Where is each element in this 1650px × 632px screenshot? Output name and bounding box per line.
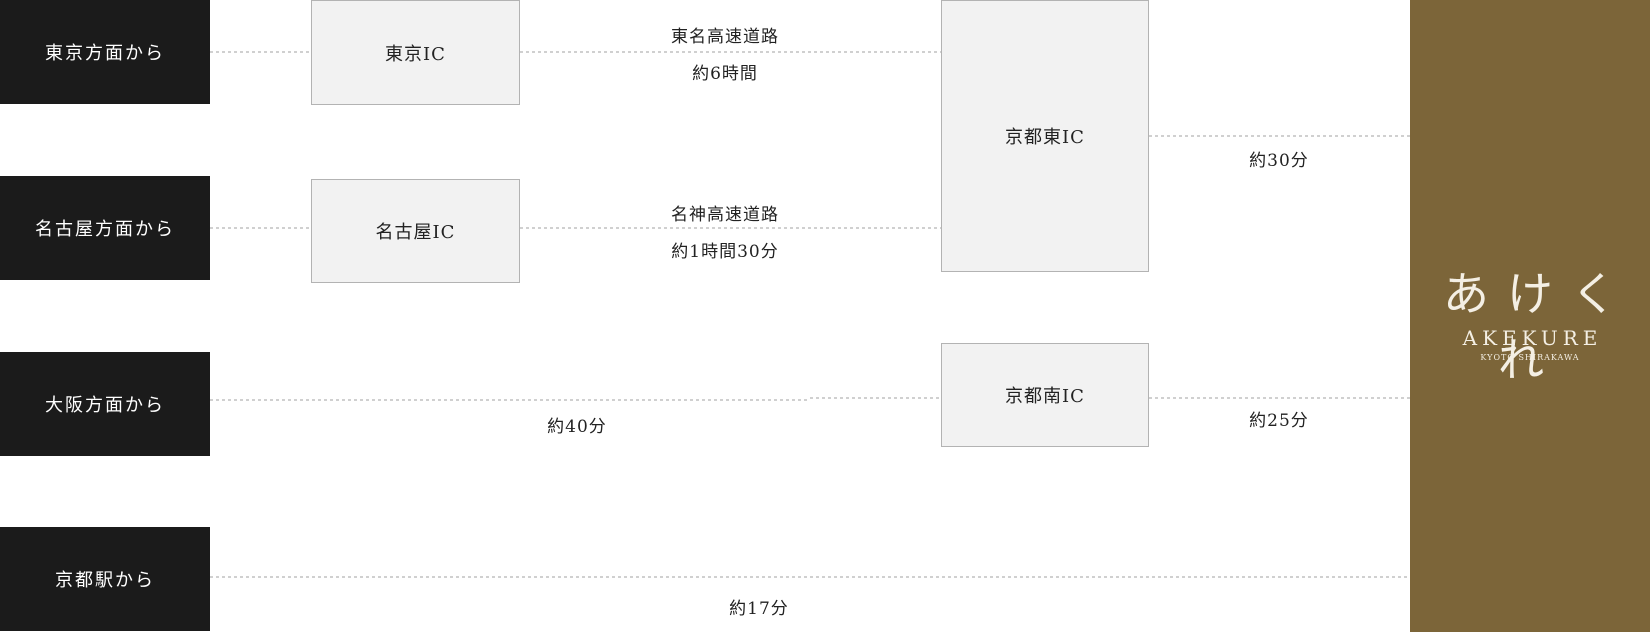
route-higashi-time: 約30分 bbox=[1249, 151, 1309, 171]
route-tomei-time: 約6時間 bbox=[692, 64, 758, 84]
route-osaka-time: 約40分 bbox=[547, 417, 607, 437]
route-meishin-name: 名神高速道路 bbox=[671, 205, 779, 225]
destination-akekure[interactable]: あけくれ AKEKURE KYOTO SHIRAKAWA bbox=[1410, 0, 1650, 632]
origin-kyoto-station[interactable]: 京都駅から bbox=[0, 527, 210, 631]
logo-kana: あけくれ bbox=[1443, 267, 1635, 387]
route-tomei-name: 東名高速道路 bbox=[671, 27, 779, 47]
ic-nagoya[interactable]: 名古屋IC bbox=[311, 179, 520, 283]
origin-nagoya[interactable]: 名古屋方面から bbox=[0, 176, 210, 280]
ic-kyoto-higashi[interactable]: 京都東IC bbox=[941, 0, 1149, 272]
route-meishin-time: 約1時間30分 bbox=[671, 242, 779, 262]
origin-osaka[interactable]: 大阪方面から bbox=[0, 352, 210, 456]
logo-latin: AKEKURE bbox=[1462, 326, 1603, 350]
route-station-time: 約17分 bbox=[729, 599, 789, 619]
route-minami-time: 約25分 bbox=[1249, 411, 1309, 431]
ic-tokyo[interactable]: 東京IC bbox=[311, 0, 520, 105]
origin-tokyo[interactable]: 東京方面から bbox=[0, 0, 210, 104]
ic-kyoto-minami[interactable]: 京都南IC bbox=[941, 343, 1149, 447]
logo-subtitle: KYOTO SHIRAKAWA bbox=[1480, 353, 1580, 362]
